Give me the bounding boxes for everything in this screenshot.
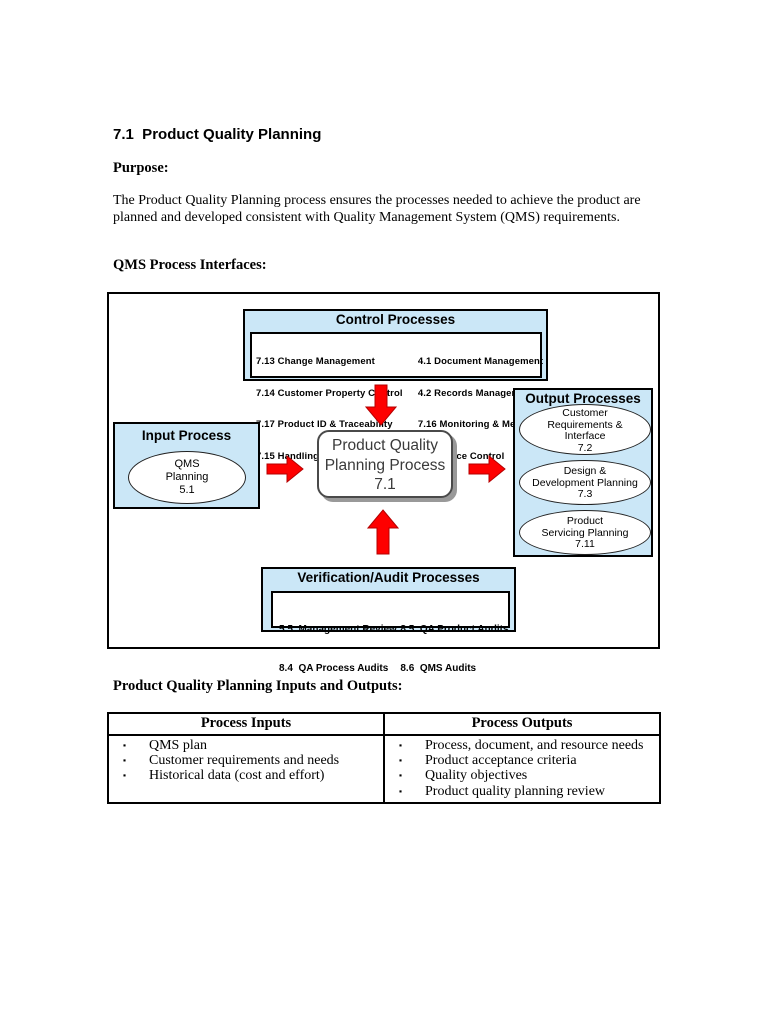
customer-requirements-ellipse: Customer Requirements & Interface 7.2 bbox=[519, 404, 651, 455]
list-item: ▪ Customer requirements and needs bbox=[109, 753, 383, 768]
process-inputs-header: Process Inputs bbox=[107, 712, 385, 736]
verification-audit-list: 5.5 Management Review 8.4 QA Process Aud… bbox=[271, 591, 510, 674]
control-item: 7.13 Change Management bbox=[256, 356, 375, 367]
bullet-icon: ▪ bbox=[123, 770, 127, 781]
ellipse-line: Development Planning bbox=[532, 476, 638, 489]
input-item: QMS plan bbox=[149, 738, 207, 753]
inputs-outputs-table: Process Inputs Process Outputs ▪ QMS pla… bbox=[107, 712, 661, 804]
output-processes-box: Output Processes Customer Requirements &… bbox=[513, 388, 653, 557]
verification-audit-title: Verification/Audit Processes bbox=[297, 570, 480, 585]
process-inputs-cell: ▪ QMS plan ▪ Customer requirements and n… bbox=[107, 734, 385, 804]
table-body-row: ▪ QMS plan ▪ Customer requirements and n… bbox=[107, 734, 661, 804]
bullet-icon: ▪ bbox=[123, 740, 127, 750]
process-outputs-cell: ▪ Process, document, and resource needs … bbox=[383, 734, 661, 804]
product-servicing-ellipse: Product Servicing Planning 7.11 bbox=[519, 510, 651, 555]
bullet-icon: ▪ bbox=[399, 740, 403, 750]
qms-process-interfaces-diagram: Control Processes 7.13 Change Management… bbox=[107, 292, 660, 674]
center-box-line: Product Quality bbox=[332, 437, 438, 454]
ellipse-line: Servicing Planning bbox=[541, 526, 629, 539]
input-item: Historical data (cost and effort) bbox=[149, 768, 325, 784]
bullet-icon: ▪ bbox=[123, 755, 127, 766]
list-item: ▪ QMS plan bbox=[109, 738, 383, 753]
qms-planning-ellipse: QMS Planning 5.1 bbox=[128, 451, 246, 504]
section-heading: 7.1 Product Quality Planning bbox=[113, 126, 322, 143]
center-box-line: Planning Process bbox=[324, 456, 446, 474]
bullet-icon: ▪ bbox=[399, 755, 403, 766]
flow-arrow-down-icon bbox=[365, 384, 397, 426]
flow-arrow-up-icon bbox=[367, 509, 399, 555]
bullet-icon: ▪ bbox=[399, 770, 403, 781]
verification-right-column: 8.5 QA Product Audits 8.6 QMS Audits bbox=[400, 597, 508, 674]
purpose-label: Purpose: bbox=[113, 160, 169, 176]
control-processes-title: Control Processes bbox=[335, 312, 456, 327]
verification-item: 5.5 Management Review bbox=[279, 624, 397, 635]
ellipse-line: 5.1 bbox=[179, 484, 195, 496]
control-item: 4.1 Document Management bbox=[417, 356, 544, 367]
output-item: Product acceptance criteria bbox=[425, 753, 577, 769]
control-processes-box: Control Processes 7.13 Change Management… bbox=[243, 309, 550, 461]
process-outputs-header: Process Outputs bbox=[383, 712, 661, 736]
verification-item: 8.5 QA Product Audits bbox=[400, 624, 509, 635]
control-item: 7.17 Product ID & Traceability bbox=[256, 419, 393, 430]
ellipse-line: Design & bbox=[563, 465, 607, 477]
list-item: ▪ Process, document, and resource needs bbox=[385, 738, 659, 753]
ellipse-line: Requirements & bbox=[547, 418, 623, 431]
control-item: 4.2 Records Management bbox=[417, 387, 535, 399]
ellipse-line: Product bbox=[566, 515, 604, 527]
ellipse-line: Customer bbox=[562, 407, 608, 419]
control-right-column: 4.1 Document Management 4.2 Records Mana… bbox=[417, 336, 550, 461]
interfaces-label: QMS Process Interfaces: bbox=[113, 257, 267, 273]
bullet-icon: ▪ bbox=[399, 785, 403, 796]
input-process-title: Input Process bbox=[141, 428, 232, 443]
output-item: Process, document, and resource needs bbox=[425, 738, 644, 753]
flow-arrow-right-input-icon bbox=[266, 455, 304, 483]
ellipse-line: 7.2 bbox=[577, 441, 593, 454]
product-quality-planning-process-box: Product Quality Planning Process 7.1 bbox=[317, 430, 453, 498]
list-item: ▪ Product acceptance criteria bbox=[385, 753, 659, 768]
center-box-line: 7.1 bbox=[374, 476, 396, 493]
verification-audit-box: Verification/Audit Processes 5.5 Managem… bbox=[261, 567, 516, 674]
purpose-text: The Product Quality Planning process ens… bbox=[113, 193, 641, 225]
verification-item: 8.4 QA Process Audits bbox=[279, 663, 389, 674]
ellipse-line: Planning bbox=[165, 471, 209, 483]
ellipse-line: 7.3 bbox=[577, 488, 593, 500]
output-processes-title: Output Processes bbox=[525, 391, 641, 406]
flow-arrow-right-output-icon bbox=[468, 455, 506, 483]
input-item: Customer requirements and needs bbox=[149, 753, 340, 769]
verification-left-column: 5.5 Management Review 8.4 QA Process Aud… bbox=[279, 597, 400, 674]
io-label: Product Quality Planning Inputs and Outp… bbox=[113, 678, 403, 694]
ellipse-line: 7.11 bbox=[575, 538, 595, 550]
output-item: Product quality planning review bbox=[425, 783, 606, 799]
ellipse-line: Interface bbox=[564, 430, 606, 442]
list-item: ▪ Historical data (cost and effort) bbox=[109, 768, 383, 783]
ellipse-line: QMS bbox=[174, 458, 200, 470]
control-processes-list: 7.13 Change Management 7.14 Customer Pro… bbox=[250, 332, 550, 461]
design-development-ellipse: Design & Development Planning 7.3 bbox=[519, 460, 651, 505]
input-process-box: Input Process QMS Planning 5.1 bbox=[113, 422, 260, 509]
list-item: ▪ Product quality planning review bbox=[385, 784, 659, 799]
table-header-row: Process Inputs Process Outputs bbox=[107, 712, 661, 736]
list-item: ▪ Quality objectives bbox=[385, 768, 659, 783]
verification-item: 8.6 QMS Audits bbox=[400, 663, 477, 674]
control-left-column: 7.13 Change Management 7.14 Customer Pro… bbox=[256, 336, 418, 461]
output-item: Quality objectives bbox=[425, 768, 528, 784]
